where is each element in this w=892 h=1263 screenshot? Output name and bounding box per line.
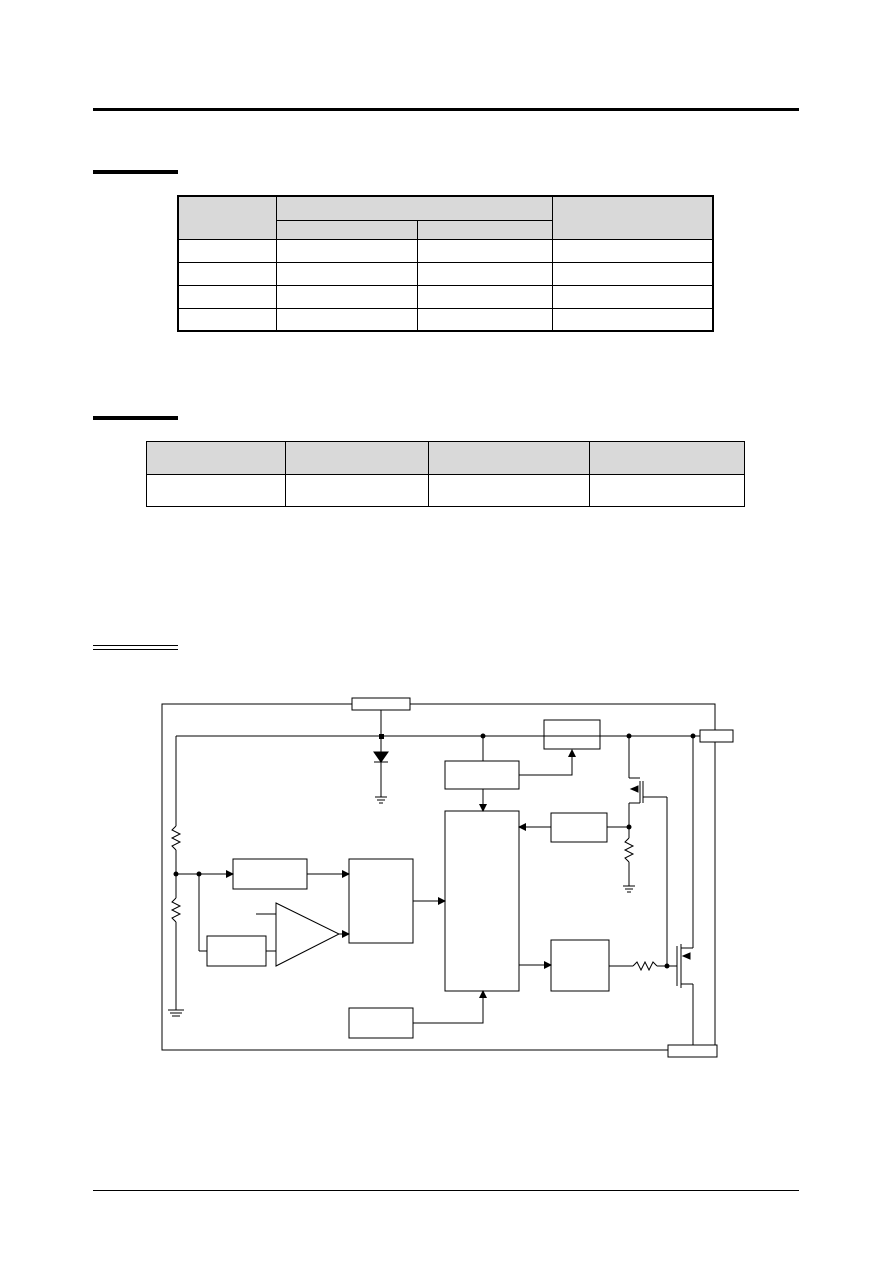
resistor-r3	[623, 837, 635, 863]
block-g	[550, 812, 608, 843]
block-d	[444, 760, 520, 790]
t1-subheader-b	[417, 219, 554, 240]
section3-heading-rule-1	[93, 645, 178, 646]
footer-rule	[93, 1190, 799, 1191]
resistor-r2	[170, 897, 182, 923]
block-logic	[444, 810, 520, 992]
section3-heading-rule-2	[93, 649, 178, 650]
section2-heading-bar	[93, 416, 178, 420]
resistor-r1	[170, 825, 182, 851]
t1-header-group	[276, 195, 554, 221]
pin-bottom	[667, 1044, 718, 1058]
section1-table	[177, 195, 714, 332]
section1-heading-bar	[93, 170, 178, 174]
t2-header-col2	[284, 441, 430, 475]
block-f	[348, 1007, 414, 1039]
header-rule	[93, 108, 799, 111]
block-e	[543, 719, 601, 750]
block-c	[348, 858, 414, 944]
block-driver	[550, 939, 610, 992]
t1-header-col1	[177, 195, 278, 240]
comparator	[275, 902, 341, 967]
block-b	[206, 935, 267, 967]
resistor-r4	[632, 960, 658, 972]
t2-header-col3	[428, 441, 590, 475]
table-row	[146, 474, 745, 507]
t2-header-col4	[588, 441, 745, 475]
section2-table	[146, 441, 745, 507]
pin-right	[699, 729, 734, 743]
table-row	[177, 284, 714, 309]
t1-header-col4	[552, 195, 714, 240]
block-a	[232, 858, 308, 890]
pin-top	[351, 697, 411, 711]
table-row	[177, 307, 714, 332]
diagram-frame	[161, 703, 716, 1051]
table-row	[177, 238, 714, 263]
t2-header-col1	[146, 441, 286, 475]
zener-diode	[373, 751, 389, 763]
t1-subheader-a	[276, 219, 419, 240]
